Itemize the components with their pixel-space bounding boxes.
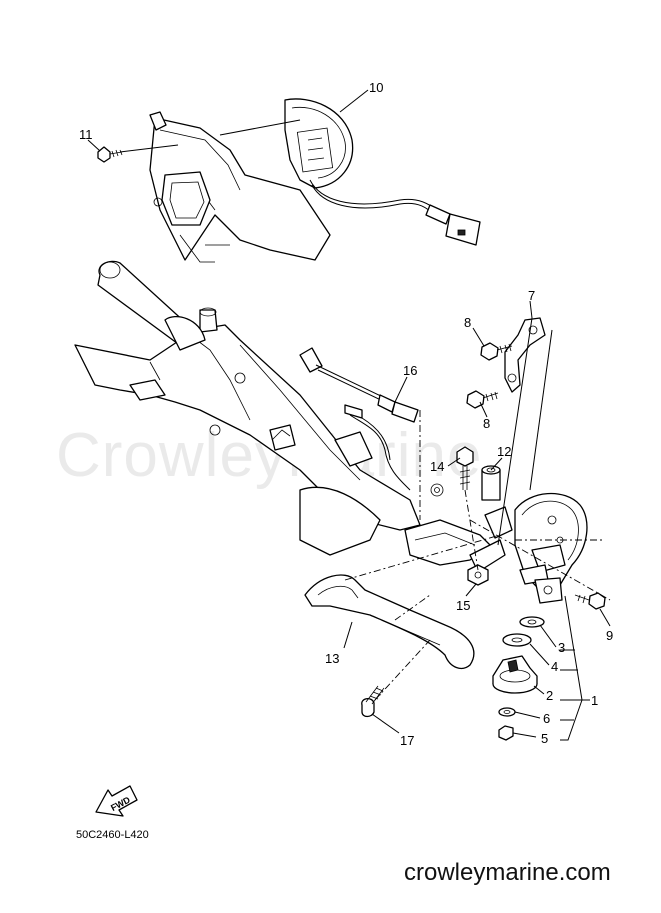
callout-8b: 8 [483,416,490,431]
knob-2 [492,655,538,694]
alignment-line-d [394,594,431,621]
leader-10-b [219,119,301,136]
callout-2: 2 [546,688,553,703]
leader-11-b [119,144,179,153]
leader-10 [339,89,369,113]
callout-11: 11 [79,127,93,142]
callout-9: 9 [606,628,613,643]
callout-5: 5 [541,731,548,746]
washer-6 [498,707,516,717]
bolt-17 [361,685,385,718]
handle-switch-housing [284,98,354,189]
callout-7: 7 [528,288,535,303]
callout-17: 17 [400,733,414,748]
alignment-line-a [344,534,501,581]
screw-8-lower [466,390,499,409]
washer-3 [519,616,545,628]
callout-16: 16 [403,363,417,378]
switch-wire-lead [309,179,481,246]
site-footer[interactable]: crowleymarine.com [404,859,611,886]
callout-15: 15 [456,598,470,613]
callout-6: 6 [543,711,550,726]
alignment-line-b [469,519,611,601]
lever-holder [404,506,513,573]
callout-1: 1 [591,693,598,708]
callout-8a: 8 [464,315,471,330]
right-switch-assembly [514,492,588,604]
leader-lines [343,300,611,741]
callout-14: 14 [430,459,444,474]
alignment-line-e [374,639,431,701]
screw-8-upper [480,342,513,361]
clutch-lever [304,574,475,669]
washer-4 [502,633,532,647]
upper-frame-assembly [149,111,331,263]
callout-12: 12 [497,444,511,459]
bracket-7 [504,317,546,393]
screw-11 [97,146,123,163]
callout-3: 3 [558,640,565,655]
alignment-line-f [464,489,479,571]
callout-10: 10 [369,80,383,95]
diagram-code: 50C2460-L420 [76,829,149,841]
wire-harness-16 [299,347,419,491]
callout-labels: 10 11 7 8 16 8 12 14 15 9 3 13 4 2 1 6 5… [79,80,613,748]
collar-12 [481,465,501,501]
bolt-14 [456,446,474,490]
callout-4: 4 [551,659,558,674]
screw-5 [498,725,514,741]
screw-9 [574,592,606,610]
handlebar-frame [74,260,444,556]
leader-11 [87,139,101,152]
nut-15 [467,564,489,586]
callout-13: 13 [325,651,339,666]
fwd-arrow-icon: FWD [95,785,138,817]
